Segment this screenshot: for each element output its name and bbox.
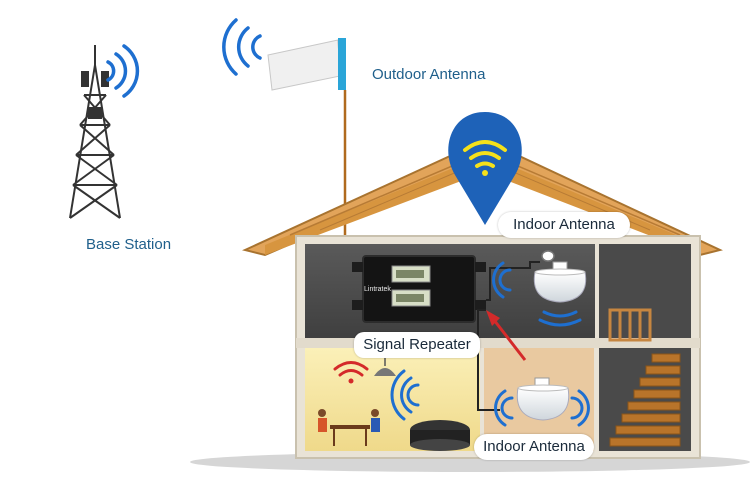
- ceiling-antenna-icon: [516, 377, 570, 421]
- indoor-antenna-top-label: Indoor Antenna: [498, 212, 630, 238]
- bottom-antenna-waves: [494, 389, 590, 427]
- cell-tower-icon: [69, 45, 121, 219]
- people-at-table: [318, 409, 380, 446]
- outdoor-antenna-waves: [222, 18, 262, 76]
- stair-railing: [608, 308, 652, 342]
- indoor-antenna-bottom-label: Indoor Antenna: [474, 434, 594, 460]
- wifi-pin-icon: [448, 112, 522, 225]
- signal-repeater-label: Signal Repeater: [354, 332, 480, 358]
- repeater-brand-label: Lintratek: [364, 286, 391, 293]
- top-antenna-waves: [492, 261, 582, 327]
- tower-signal-waves: [106, 44, 140, 98]
- lounge-device-icon: [410, 420, 470, 451]
- lower-room-waves: [390, 369, 420, 421]
- repeater-device-icon: [352, 255, 486, 323]
- indoor-cable-bottom: [477, 309, 500, 411]
- outdoor-antenna-label: Outdoor Antenna: [372, 66, 486, 83]
- indoor-cable-top: [486, 261, 540, 301]
- panel-antenna-icon: [267, 38, 346, 91]
- wifi-icon: [333, 361, 369, 384]
- staircase: [609, 353, 681, 447]
- arrow-icon: [486, 310, 527, 361]
- base-station-label: Base Station: [86, 236, 172, 253]
- ceiling-antenna-icon: [533, 250, 587, 303]
